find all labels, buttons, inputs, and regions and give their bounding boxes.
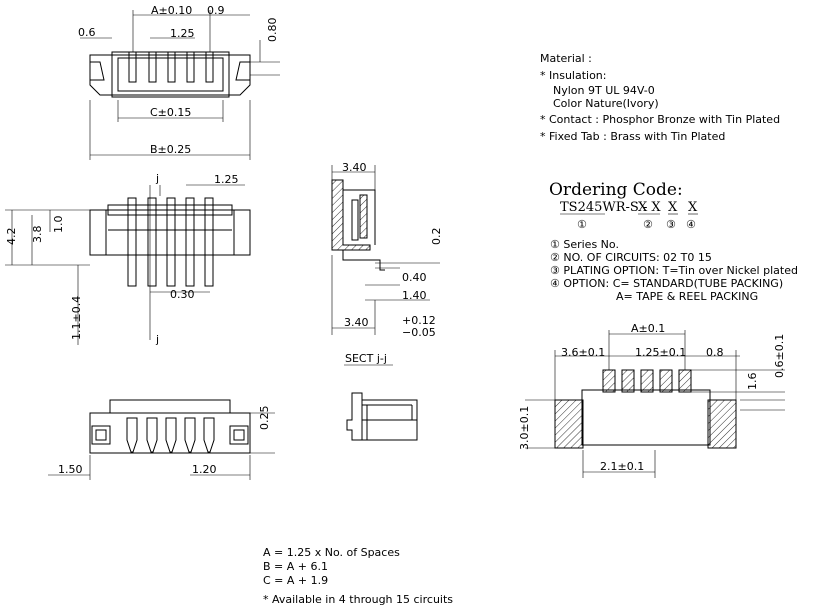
dim-0-40: 0.40	[402, 271, 427, 284]
dim-1-20: 1.20	[192, 463, 217, 476]
marker-4: ④	[686, 218, 696, 231]
dim-pcb-3-6: 3.6±0.1	[561, 346, 605, 359]
availability-note: * Available in 4 through 15 circuits	[263, 593, 453, 606]
ordering-legend-line: ④ OPTION: C= STANDARD(TUBE PACKING)	[550, 277, 783, 290]
dim-b: B±0.25	[150, 143, 191, 156]
dim-pcb-0-6: 0.6±0.1	[773, 334, 786, 378]
formula-line: B = A + 6.1	[263, 560, 328, 573]
top-view: A±0.10 0.9 0.6 1.25 0.80 C±0.15 B±0.25	[78, 4, 280, 160]
section-view: SECT j-j	[344, 352, 418, 441]
ordering-part-plating: X	[668, 200, 678, 215]
sect-mark-bottom: j	[155, 333, 159, 346]
formula-line: C = A + 1.9	[263, 574, 328, 587]
material-line: * Contact : Phosphor Bronze with Tin Pla…	[540, 113, 780, 126]
dim-side-3-40-bottom: 3.40	[344, 316, 369, 329]
dim-1-0: 1.0	[52, 216, 65, 234]
dim-pcb-1-6: 1.6	[746, 373, 759, 391]
dim-0-80: 0.80	[266, 18, 279, 43]
ordering-legend-line: ③ PLATING OPTION: T=Tin over Nickel plat…	[550, 264, 798, 277]
material-line: * Fixed Tab : Brass with Tin Plated	[540, 130, 725, 143]
dim-0-30: 0.30	[170, 288, 195, 301]
tol-plus: +0.12	[402, 314, 436, 327]
dim-1-40: 1.40	[402, 289, 427, 302]
ordering-code: Ordering Code: TS245WR-S - X X X X ① ② ③…	[549, 180, 798, 303]
formula-line: A = 1.25 x No. of Spaces	[263, 546, 400, 559]
formulas: A = 1.25 x No. of Spaces B = A + 6.1 C =…	[263, 546, 453, 606]
front-view: j 1.25 4.2 3.8 1.0 1.1±0.4 0.30 j	[5, 172, 251, 346]
dim-4-2: 4.2	[5, 228, 18, 246]
dim-a: A±0.10	[151, 4, 192, 17]
bottom-view-pins	[126, 417, 215, 453]
ordering-legend-line: ① Series No.	[550, 238, 619, 251]
dim-0-2: 0.2	[430, 228, 443, 246]
sect-mark-top: j	[155, 172, 159, 185]
ordering-legend-line: A= TAPE & REEL PACKING	[616, 290, 758, 303]
ordering-part-circuits: X X	[638, 200, 661, 215]
marker-3: ③	[666, 218, 676, 231]
ordering-title: Ordering Code:	[549, 180, 683, 200]
tol-minus: −0.05	[402, 326, 436, 339]
top-view-pins	[128, 51, 214, 83]
material-heading: Material :	[540, 52, 592, 65]
ordering-code-prefix: TS245WR-S -	[560, 200, 647, 215]
dim-pcb-3-0: 3.0±0.1	[518, 406, 531, 450]
ordering-legend-line: ② NO. OF CIRCUITS: 02 T0 15	[550, 251, 712, 264]
material-line: Nylon 9T UL 94V-0	[553, 84, 655, 97]
dim-pcb-2-1: 2.1±0.1	[600, 460, 644, 473]
bottom-view: 0.25 1.50 1.20	[48, 399, 275, 480]
dim-pcb-0-8: 0.8	[706, 346, 724, 359]
pcb-layout: A±0.1 3.6±0.1 1.25±0.1 0.8 1.6 0.6±0.1 3…	[518, 322, 786, 478]
dim-side-3-40-top: 3.40	[342, 161, 367, 174]
dim-0-25: 0.25	[258, 406, 271, 431]
dim-1-25: 1.25	[170, 27, 195, 40]
dim-0-9: 0.9	[207, 4, 225, 17]
dim-1-50: 1.50	[58, 463, 83, 476]
dim-c: C±0.15	[150, 106, 191, 119]
material-notes: Material : * Insulation: Nylon 9T UL 94V…	[540, 52, 780, 143]
side-view: 3.40 0.2 0.40 1.40 3.40 +0.12 −0.05	[331, 161, 443, 339]
ordering-part-option: X	[688, 200, 698, 215]
dim-pcb-a: A±0.1	[631, 322, 665, 335]
front-view-pins	[127, 197, 214, 287]
material-line: Color Nature(Ivory)	[553, 97, 659, 110]
pcb-pads	[602, 369, 692, 393]
dim-0-6: 0.6	[78, 26, 96, 39]
dim-pcb-1-25: 1.25±0.1	[635, 346, 686, 359]
marker-2: ②	[643, 218, 653, 231]
dim-front-1-25: 1.25	[214, 173, 239, 186]
dim-3-8: 3.8	[31, 226, 44, 244]
marker-1: ①	[577, 218, 587, 231]
section-label: SECT j-j	[345, 352, 387, 365]
material-line: * Insulation:	[540, 69, 607, 82]
dim-1-1: 1.1±0.4	[70, 296, 83, 340]
